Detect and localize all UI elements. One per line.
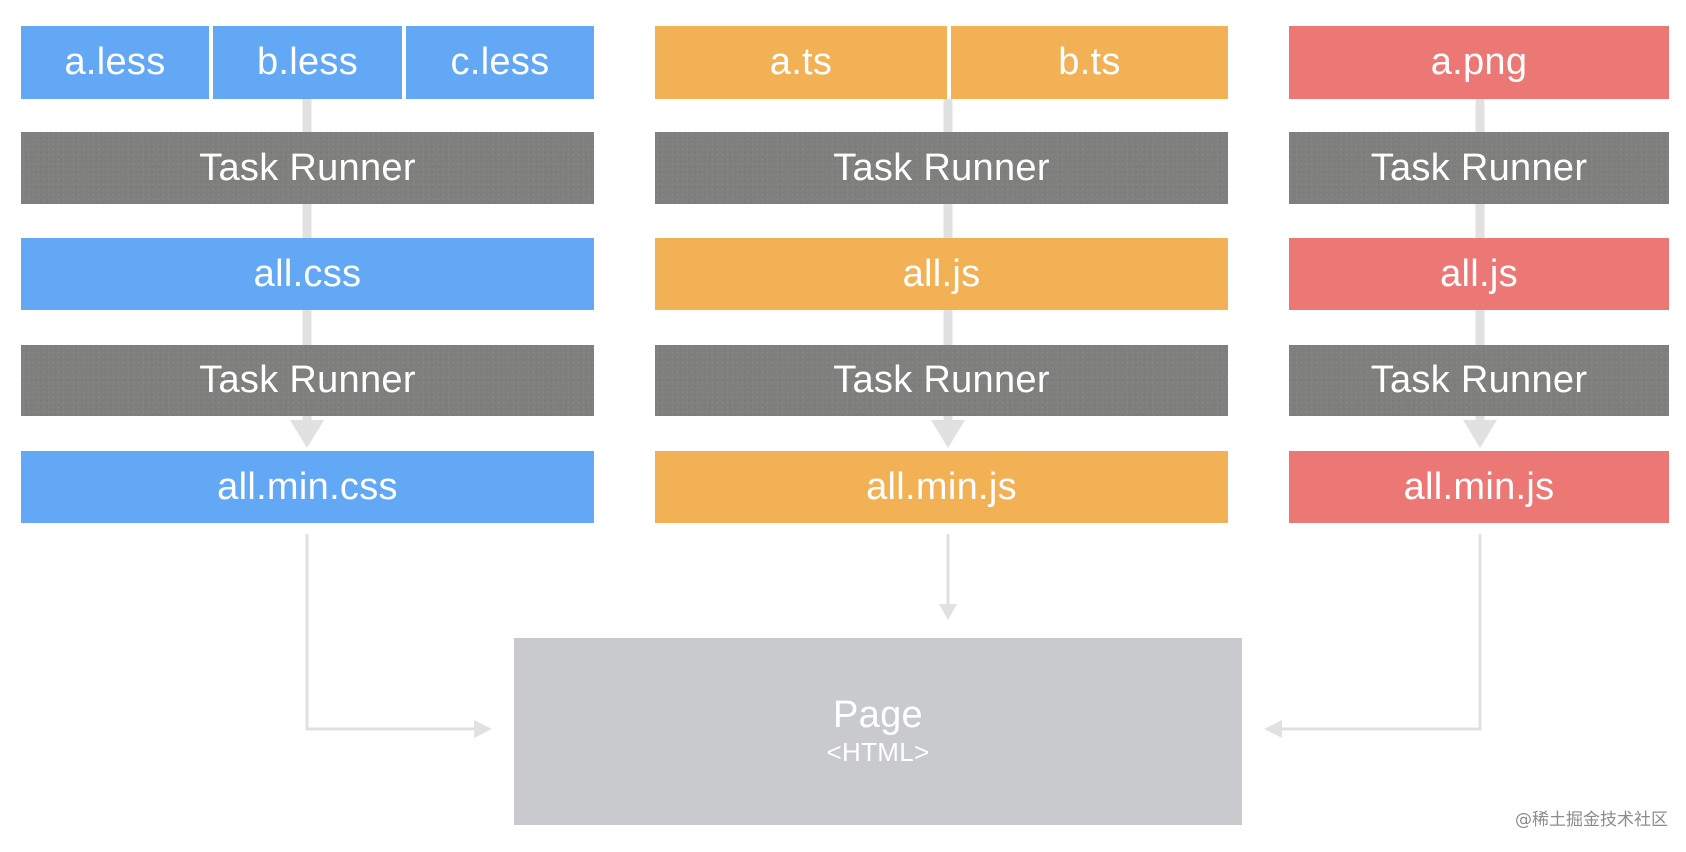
page-box: Page <HTML>	[514, 638, 1242, 825]
source-box-a-ts: a.ts	[655, 26, 947, 99]
arrow-head	[939, 604, 957, 620]
connector-line	[305, 534, 474, 731]
source-box-a-less: a.less	[21, 26, 209, 99]
intermediate-label: all.js	[1440, 252, 1518, 295]
arrow-head	[290, 420, 324, 448]
source-box-a-png: a.png	[1289, 26, 1669, 99]
source-box-b-less: b.less	[213, 26, 402, 99]
source-label: a.less	[64, 41, 166, 83]
output-label: all.min.js	[1403, 465, 1555, 508]
arrow-head	[1264, 720, 1282, 738]
task-runner-box: Task Runner	[655, 345, 1228, 416]
source-label: b.ts	[1058, 41, 1121, 83]
source-label: c.less	[450, 41, 550, 83]
task-runner-label: Task Runner	[1370, 359, 1588, 401]
output-label: all.min.js	[866, 465, 1017, 508]
intermediate-label: all.css	[253, 252, 362, 295]
task-runner-box: Task Runner	[1289, 345, 1669, 416]
output-box-all-min-css: all.min.css	[21, 451, 594, 523]
task-runner-label: Task Runner	[199, 146, 416, 189]
task-runner-box: Task Runner	[21, 132, 594, 204]
task-runner-label: Task Runner	[1370, 146, 1588, 189]
intermediate-box-all-js: all.js	[1289, 238, 1669, 310]
task-runner-box: Task Runner	[1289, 132, 1669, 204]
intermediate-box-all-css: all.css	[21, 238, 594, 310]
task-runner-box: Task Runner	[655, 132, 1228, 204]
output-box-all-min-js: all.min.js	[655, 451, 1228, 523]
source-label: a.ts	[769, 41, 833, 83]
watermark: @稀土掘金技术社区	[1515, 810, 1668, 830]
source-label: a.png	[1430, 41, 1528, 83]
arrow-head	[931, 420, 965, 448]
intermediate-box-all-js: all.js	[655, 238, 1228, 310]
task-runner-label: Task Runner	[199, 359, 416, 401]
connector-line	[1282, 534, 1482, 731]
output-box-all-min-js: all.min.js	[1289, 451, 1669, 523]
task-runner-box: Task Runner	[21, 345, 594, 416]
task-runner-label: Task Runner	[833, 359, 1050, 401]
task-runner-label: Task Runner	[833, 146, 1050, 189]
arrow-head	[1463, 420, 1497, 448]
output-label: all.min.css	[217, 465, 398, 508]
arrow-head	[474, 720, 492, 738]
source-box-c-less: c.less	[406, 26, 594, 99]
source-box-b-ts: b.ts	[951, 26, 1228, 99]
source-label: b.less	[256, 41, 359, 83]
intermediate-label: all.js	[902, 252, 981, 295]
page-title: Page	[833, 694, 923, 736]
page-subtitle: <HTML>	[826, 736, 930, 767]
